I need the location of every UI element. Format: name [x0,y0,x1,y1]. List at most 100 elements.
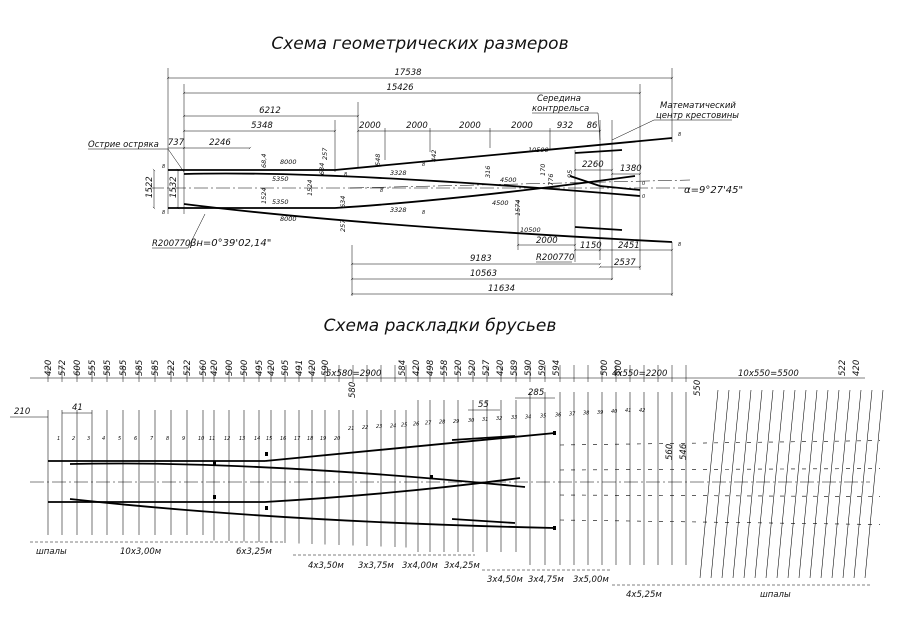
skew-tie [754,389,774,579]
group-sleepers-right: шпалы [760,590,791,600]
tie-number: 7 [150,436,154,442]
dim-9183: 9183 [470,254,492,264]
spacing-label: 590 [538,360,548,376]
spacing-label: 498 [426,359,436,376]
spacing-label: 491 [295,360,305,376]
spacing-4x550: 4х550=2200 [612,369,667,379]
spacing-label: 572 [58,360,68,376]
group-sleepers-left: шпалы [36,547,67,557]
tie-number: 34 [525,414,531,420]
dim-548: 548 [374,154,382,166]
tie-number: 2 [72,436,75,442]
spacing-label: 420 [210,360,220,376]
tie-number: 17 [294,436,301,442]
dim-1524-left: 1524 [260,187,268,204]
dim-2246: 2246 [209,138,231,148]
dim-550-vertical: 550 [693,380,703,396]
dim-2451: 2451 [618,241,640,251]
spacing-label: 585 [119,360,129,376]
geometry-scheme: 17538 15426 6212 5348 2246 737 2000 2000… [88,68,743,296]
dim-5350-top: 5350 [272,175,289,183]
group-3x5-00: 3х5,00м [573,575,609,585]
dim-3328-top: 3328 [390,169,407,177]
spacing-label: 585 [135,360,145,376]
tie-number: 41 [625,408,631,414]
skew-tie [853,389,873,579]
spacing-label: 420 [852,360,862,376]
diverging-axis [349,179,691,189]
tie-number: 8 [166,436,169,442]
tie-number: 19 [320,436,326,442]
tie-number: 31 [482,417,488,423]
dim-2537: 2537 [614,258,636,268]
ties [47,365,884,579]
skew-tie [721,389,741,579]
rail-switch-lower [183,203,673,243]
layout-guard-top [451,435,516,441]
dim-41: 41 [72,403,83,413]
tie-number: 32 [496,416,502,422]
mark-8-c: 8 [422,162,425,168]
skew-tie [699,389,719,579]
dim-95: 95 [566,170,574,178]
dim-1522: 1522 [145,176,155,198]
spacing-label: 520 [454,360,464,376]
spacing-label: 420 [412,360,422,376]
dim-2000-bottom: 2000 [536,236,558,246]
spacing-label: 420 [496,360,506,376]
tie-number: 35 [540,413,546,419]
dim-4500-top: 4500 [500,176,517,184]
skew-tie [776,389,796,579]
spacing-label: 585 [103,360,113,376]
skew-tie [842,389,862,579]
frog-center-label-1: Математический [660,101,736,111]
dim-5350-bottom: 5350 [272,198,289,206]
group-4x5-25: 4х5,25м [626,590,662,600]
dim-15426: 15426 [386,83,414,93]
spacing-label: 522 [167,360,177,376]
spacing-label: 505 [281,360,291,376]
spacing-10x550: 10х550=5500 [738,369,799,379]
tie-number: 3 [87,436,90,442]
dim-1532: 1532 [169,176,179,198]
spacing-label: 520 [468,360,478,376]
mark-8-e: 8 [678,132,681,138]
mark-8-d: 8 [422,210,425,216]
tie-number: 38 [583,411,589,417]
contrail-center-label-2: контррельса [532,104,589,114]
layout-rail-straight-top [264,432,556,462]
group-3x4-00: 3х4,00м [402,561,438,571]
skew-tie [809,389,829,579]
spacing-label: 495 [255,360,265,376]
dim-chain-4: 2000 [511,121,533,131]
dim-chain-1: 2000 [359,121,381,131]
tie-number: 16 [280,436,286,442]
dim-3328-bottom: 3328 [390,206,407,214]
tie-number: 27 [425,421,432,427]
tie-number: 15 [266,436,272,442]
skew-tie [765,389,785,579]
spacing-label: 522 [183,360,193,376]
skew-tie [787,389,807,579]
tie-number: 40 [611,409,617,415]
dim-210: 210 [14,407,30,417]
frog-center-label-2: центр крестовины [656,111,739,121]
layout-rail-switch-upper [69,462,526,488]
mark-8-g: 8 [344,172,347,178]
group-3x3-75: 3х3,75м [358,561,394,571]
dim-17538: 17538 [394,68,422,78]
tie-number: 4 [102,436,105,442]
tie-number: 29 [453,419,459,425]
dim-2260: 2260 [582,160,604,170]
tie-number: 30 [468,418,474,424]
tie-number: 10 [198,436,204,442]
tie-number: 14 [254,436,260,442]
guard-rail-top [574,149,623,154]
spacing-label: 600 [73,360,83,376]
dim-10563: 10563 [470,269,497,279]
tie-number: 24 [390,423,396,429]
dim-chain-3: 2000 [459,121,481,131]
tie-number: 39 [597,410,603,416]
tie-number: 33 [511,415,517,421]
